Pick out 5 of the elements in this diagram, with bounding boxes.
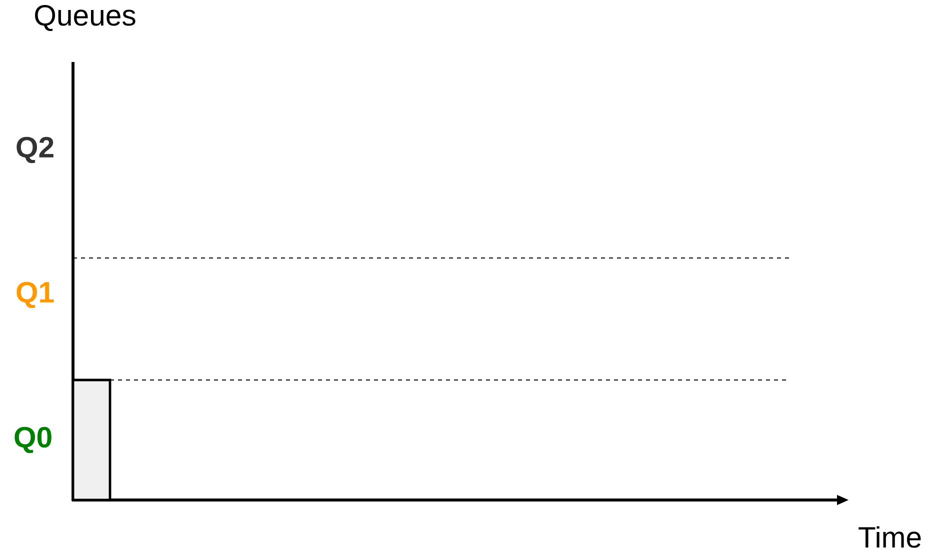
axis-title: Time [858, 526, 921, 548]
axis-title: Queues [35, 4, 136, 31]
queue-label: Q2 [16, 136, 54, 164]
time-bar [72, 378, 112, 502]
queue-label: Q1 [16, 282, 54, 308]
